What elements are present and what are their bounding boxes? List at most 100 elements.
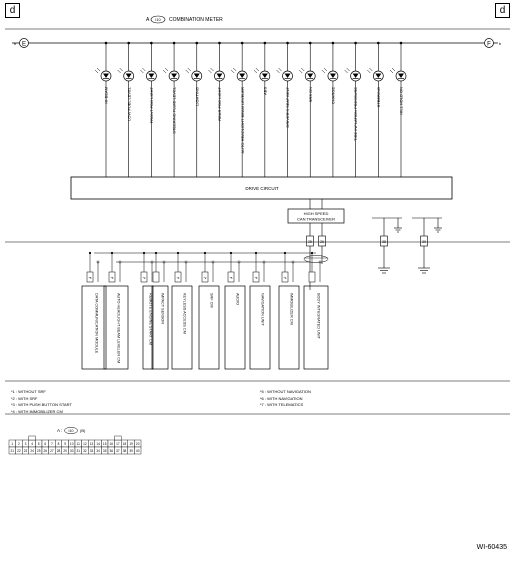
connector-pin-label: 40 — [136, 449, 140, 453]
connector-pin-label: 35 — [103, 449, 107, 453]
connector-pin-label: 32 — [83, 449, 87, 453]
indicator-label: TIRE INFLATION PRESSURE — [353, 87, 358, 141]
connector-pin-label: 4 — [31, 442, 33, 446]
module-note: *4 — [177, 276, 180, 280]
connector-pin-label: 34 — [96, 449, 100, 453]
can-transceiver-line1: HIGH SPEED — [304, 211, 329, 216]
light-rays-icon — [389, 67, 396, 74]
indicator-lamp: LOW FUEL LEVEL — [117, 41, 135, 177]
indicator-label: FRONT FOG LIGHT — [149, 86, 154, 123]
connector-pin-label: 17 — [116, 442, 120, 446]
light-rays-icon — [276, 67, 282, 74]
indicator-lamp: DRIVER'S SEAT BELT — [276, 41, 293, 177]
module-note: *5 — [89, 276, 92, 280]
pin-box — [108, 271, 116, 283]
note-item: *7 : WITH TELEMATICS — [260, 402, 304, 407]
connector-pin-label: 39 — [129, 449, 133, 453]
indicator-lamp: REAR FOG LIGHT — [208, 41, 225, 177]
figure-id: WI-60435 — [476, 544, 507, 551]
connector-pin-label: 8 — [58, 442, 60, 446]
note-item: *3 : WITH PUSH BUTTON START — [11, 402, 72, 407]
indicator-lamp: HI-BEAM — [94, 41, 112, 177]
module-label: KEYLESS ACCESS CM — [183, 293, 187, 334]
cv-suffix: (B) — [80, 428, 86, 433]
connector-pin-label: 33 — [90, 449, 94, 453]
can-transceiver-box — [287, 208, 345, 224]
connector-key — [28, 435, 36, 441]
pin-box — [140, 271, 148, 283]
connector-pin-label: 19 — [129, 442, 133, 446]
indicator-lamps: HI-BEAM LOW FUEL LEVEL FRONT FOG LIGHT STEE… — [94, 41, 407, 177]
connector-pin-label: 18 — [123, 442, 127, 446]
module-note: *4 — [284, 276, 287, 280]
header-title: COMBINATION METER — [169, 17, 223, 23]
connector-pin-label: 37 — [116, 449, 120, 453]
module-label: REMOTE ENGINE START CM — [149, 293, 153, 345]
connector-pin-label: 21 — [11, 449, 15, 453]
cv-name: i10 — [68, 429, 73, 433]
module: IMPACT SENSOR — [151, 251, 169, 370]
indicator-lamp: FRONT FOG LIGHT — [140, 41, 157, 177]
connector-pin-label: 9 — [64, 442, 66, 446]
connector-pin-label: 27 — [50, 449, 54, 453]
note-item: *2 : WITH SRF — [11, 395, 38, 401]
module-label: BODY INTEGRATED UNIT — [317, 293, 321, 340]
diode-triangle — [216, 73, 223, 78]
module-box — [303, 285, 329, 370]
connector-pin-label: 12 — [83, 442, 87, 446]
light-rays-icon — [162, 67, 169, 74]
module-label: DATA COMMUNICATION MODULE — [95, 293, 99, 354]
module-box — [249, 285, 271, 370]
drive-circuit-label: DRIVE CIRCUIT — [245, 186, 279, 191]
indicator-lamp: HILL HOLD ON — [389, 41, 407, 177]
note-item: *6 : WITH NAVIGATION — [260, 395, 303, 401]
connector-ref: A : — [146, 17, 152, 23]
connector-pin-label: 24 — [30, 449, 34, 453]
bus-end-left: b — [14, 41, 17, 46]
indicator-label: REAR FOG LIGHT — [217, 86, 222, 120]
diode-triangle — [261, 73, 268, 78]
module-box — [278, 285, 300, 370]
indicator-label: CHARGE — [331, 87, 336, 104]
connector-pin-label: 1 — [11, 442, 13, 446]
diode-triangle — [148, 73, 155, 78]
connector-pin-label: 13 — [90, 442, 94, 446]
indicator-lamp: ABS — [253, 41, 271, 177]
connector-pin-label: 28 — [57, 449, 61, 453]
can-transceiver-line2: CAN TRANSCEIVER — [297, 217, 335, 222]
indicator-label: STEERING FLUID LEVEL — [172, 86, 177, 133]
indicator-lamp: LIGHTING — [185, 41, 203, 177]
pin-box — [174, 271, 182, 283]
indicator-lamp: STEERING — [367, 41, 384, 177]
indicator-lamp: TIRE INFLATION PRESSURE — [344, 41, 361, 177]
diode-triangle — [103, 73, 109, 78]
diode-triangle — [193, 73, 200, 78]
module-box — [224, 285, 246, 370]
connector-pin-label: 6 — [44, 442, 46, 446]
diode-triangle — [375, 73, 382, 78]
light-rays-icon — [94, 67, 101, 74]
pin-box — [152, 271, 160, 283]
indicator-label: LOW FUEL LEVEL — [126, 86, 131, 121]
connector-badge — [150, 15, 166, 24]
pin-box — [308, 271, 316, 283]
cv-colon: : — [61, 428, 62, 433]
indicator-label: DRIVER'S SEAT BELT — [285, 86, 290, 127]
connector-pin-label: 20 — [136, 442, 140, 446]
light-rays-icon — [299, 67, 305, 74]
module-note: *5 — [230, 276, 233, 280]
module-box — [151, 285, 169, 370]
connector-pin-label: 3 — [25, 442, 27, 446]
module-label: IMPACT SENSOR — [161, 293, 165, 324]
module-box — [198, 285, 220, 370]
diode-triangle — [329, 73, 336, 78]
module-box — [142, 285, 154, 370]
